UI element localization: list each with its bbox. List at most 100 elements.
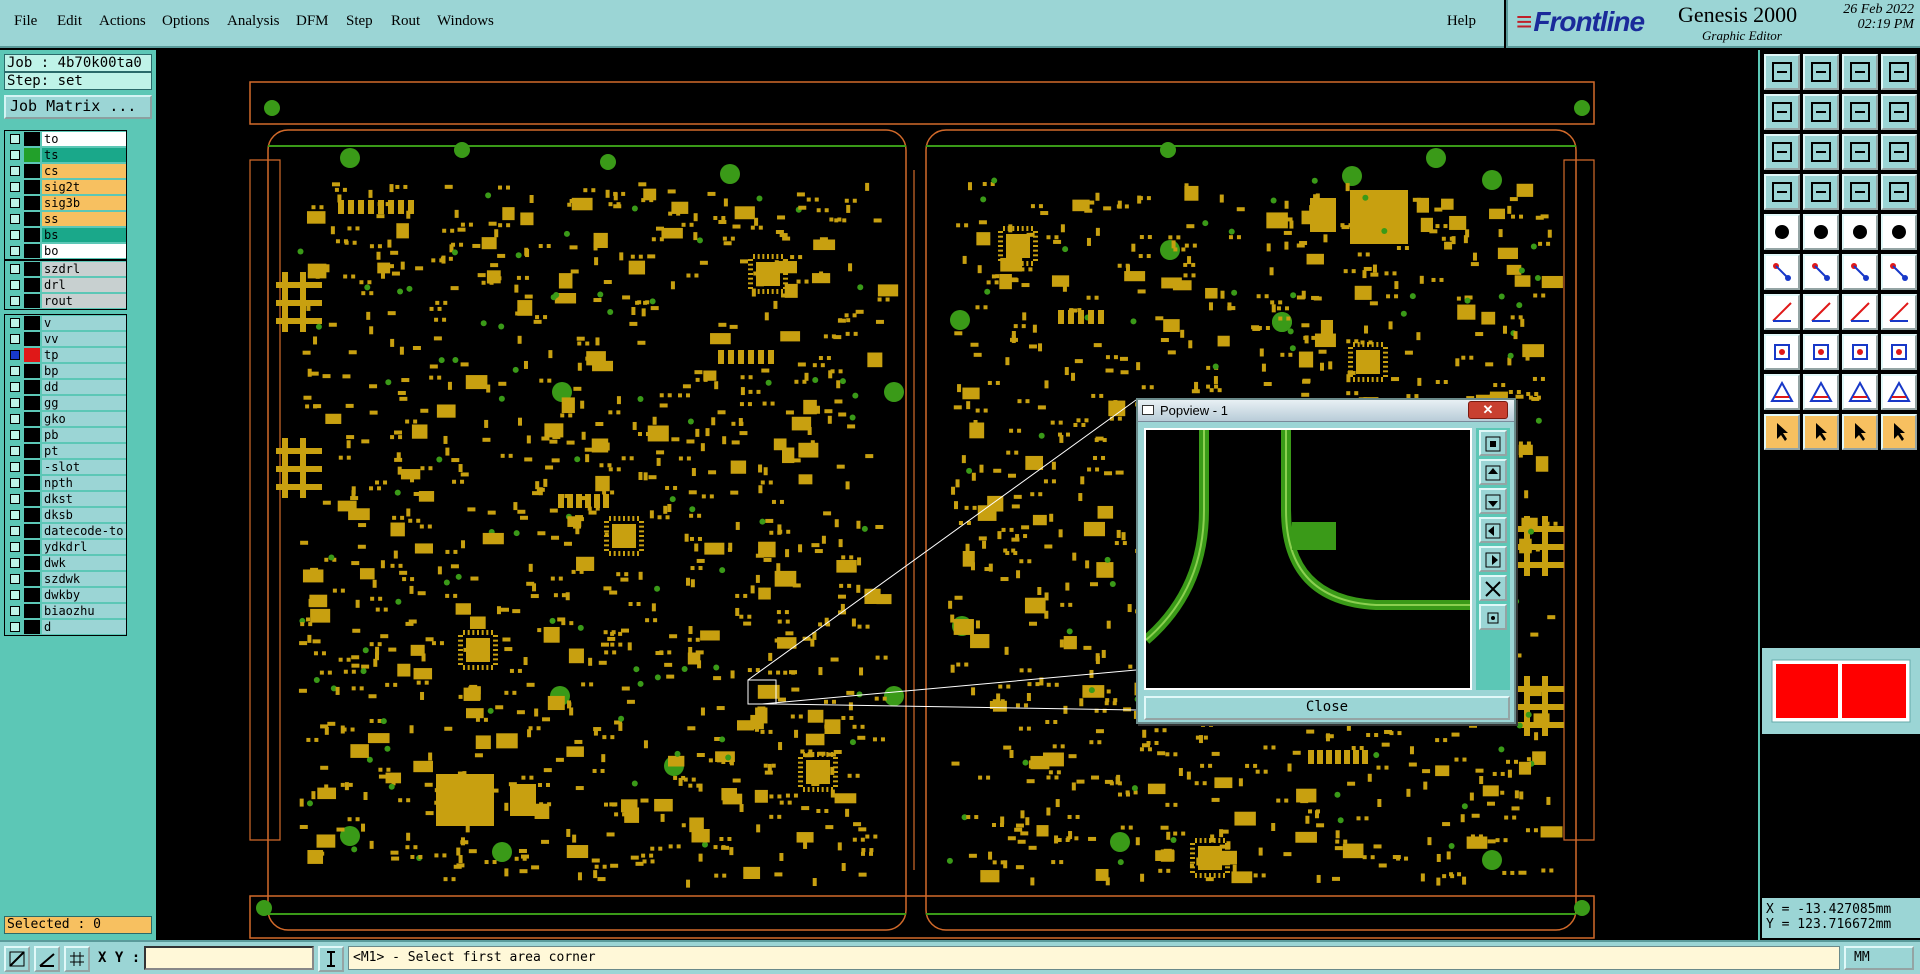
tool-select-point-button[interactable] (1764, 214, 1800, 250)
layer-name[interactable]: bp (42, 364, 126, 378)
layer-checkbox[interactable] (10, 414, 20, 424)
layer-row-sig3b[interactable]: sig3b (5, 195, 126, 211)
tool-diag-line-button[interactable] (1803, 294, 1839, 330)
layer-row-datecode-to[interactable]: datecode-to (5, 523, 126, 539)
layer-name[interactable]: vv (42, 332, 126, 346)
tool-pointer-d-button[interactable] (1881, 414, 1917, 450)
popview-pan-right-button[interactable] (1479, 546, 1507, 572)
layer-checkbox[interactable] (10, 526, 20, 536)
popview-close-icon[interactable]: ✕ (1468, 401, 1508, 419)
layer-checkbox[interactable] (10, 264, 20, 274)
layer-checkbox[interactable] (10, 280, 20, 290)
menu-rout[interactable]: Rout (391, 13, 421, 29)
layer-row-d[interactable]: d (5, 619, 126, 635)
layer-color-swatch[interactable] (24, 556, 40, 570)
layer-row-tp[interactable]: tp (5, 347, 126, 363)
layer-row-pt[interactable]: pt (5, 443, 126, 459)
popview-pan-down-button[interactable] (1479, 488, 1507, 514)
snap-button[interactable] (4, 946, 30, 972)
layer-row-rout[interactable]: rout (5, 293, 126, 309)
layer-row-ydkdrl[interactable]: ydkdrl (5, 539, 126, 555)
menu-step[interactable]: Step (346, 13, 373, 29)
layer-row-v[interactable]: v (5, 315, 126, 331)
menu-actions[interactable]: Actions (99, 13, 146, 29)
layer-row-cs[interactable]: cs (5, 163, 126, 179)
menu-windows[interactable]: Windows (437, 13, 494, 29)
menu-dfm[interactable]: DFM (296, 13, 329, 29)
popview-zoom-in-button[interactable] (1479, 430, 1507, 456)
layer-color-swatch[interactable] (24, 540, 40, 554)
layer-name[interactable]: szdrl (42, 262, 126, 276)
layer-color-swatch[interactable] (24, 164, 40, 178)
tool-pointer-b-button[interactable] (1803, 414, 1839, 450)
layer-checkbox[interactable] (10, 150, 20, 160)
layer-checkbox[interactable] (10, 230, 20, 240)
layer-name[interactable]: dwk (42, 556, 126, 570)
layer-color-swatch[interactable] (24, 348, 40, 362)
tool-zoom-ratio-button[interactable] (1842, 134, 1878, 170)
menu-options[interactable]: Options (162, 13, 210, 29)
layer-color-swatch[interactable] (24, 620, 40, 634)
menu-help[interactable]: Help (1446, 13, 1476, 29)
popview-titlebar[interactable]: Popview - 1 ✕ (1138, 400, 1514, 422)
layer-row-szdwk[interactable]: szdwk (5, 571, 126, 587)
layer-row-to[interactable]: to (5, 131, 126, 147)
tool-split-view-button[interactable] (1881, 54, 1917, 90)
tool-net-tool-button[interactable] (1842, 174, 1878, 210)
layer-color-swatch[interactable] (24, 604, 40, 618)
layer-checkbox[interactable] (10, 182, 20, 192)
text-cursor-button[interactable] (318, 946, 344, 972)
menu-file[interactable]: File (14, 13, 38, 29)
layer-checkbox[interactable] (10, 350, 20, 360)
tool-net-tool-2-button[interactable] (1881, 174, 1917, 210)
layer-row-pb[interactable]: pb (5, 427, 126, 443)
layer-name[interactable]: ss (42, 212, 126, 226)
popview-close-button[interactable]: Close (1144, 696, 1510, 720)
layer-checkbox[interactable] (10, 446, 20, 456)
tool-arc-button[interactable] (1842, 294, 1878, 330)
layer-name[interactable]: datecode-to (42, 524, 126, 538)
layer-checkbox[interactable] (10, 296, 20, 306)
layer-color-swatch[interactable] (24, 476, 40, 490)
layer-checkbox[interactable] (10, 574, 20, 584)
layer-color-swatch[interactable] (24, 428, 40, 442)
layer-name[interactable]: pt (42, 444, 126, 458)
tool-cross-button[interactable] (1803, 254, 1839, 290)
tool-line-edit-button[interactable] (1803, 334, 1839, 370)
layer-name[interactable]: -slot (42, 460, 126, 474)
layer-color-swatch[interactable] (24, 244, 40, 258)
units-selector[interactable]: MM (1844, 946, 1914, 970)
layer-checkbox[interactable] (10, 478, 20, 488)
layer-row-ts[interactable]: ts (5, 147, 126, 163)
tool-ff-tool-button[interactable] (1881, 294, 1917, 330)
tool-highlight-button[interactable] (1803, 214, 1839, 250)
layer-color-swatch[interactable] (24, 278, 40, 292)
tool-zoom-center-button[interactable] (1803, 134, 1839, 170)
layer-name[interactable]: sig2t (42, 180, 126, 194)
layer-name[interactable]: gko (42, 412, 126, 426)
layer-checkbox[interactable] (10, 334, 20, 344)
layer-checkbox[interactable] (10, 622, 20, 632)
tool-zoom-fit-button[interactable] (1764, 134, 1800, 170)
layer-name[interactable]: ydkdrl (42, 540, 126, 554)
layer-checkbox[interactable] (10, 494, 20, 504)
grid-button[interactable] (64, 946, 90, 972)
layer-name[interactable]: sig3b (42, 196, 126, 210)
layer-color-swatch[interactable] (24, 380, 40, 394)
menu-analysis[interactable]: Analysis (227, 13, 280, 29)
layer-name[interactable]: cs (42, 164, 126, 178)
layer-checkbox[interactable] (10, 542, 20, 552)
layer-name[interactable]: dkst (42, 492, 126, 506)
layer-row-dkst[interactable]: dkst (5, 491, 126, 507)
layer-color-swatch[interactable] (24, 444, 40, 458)
layer-checkbox[interactable] (10, 462, 20, 472)
popview-fit-button[interactable] (1479, 575, 1507, 601)
layer-color-swatch[interactable] (24, 148, 40, 162)
tool-home-up-button[interactable] (1764, 54, 1800, 90)
layer-name[interactable]: bs (42, 228, 126, 242)
layer-row-szdrl[interactable]: szdrl (5, 261, 126, 277)
layer-checkbox[interactable] (10, 214, 20, 224)
layer-name[interactable]: pb (42, 428, 126, 442)
layer-row-bp[interactable]: bp (5, 363, 126, 379)
layer-name[interactable]: v (42, 316, 126, 330)
